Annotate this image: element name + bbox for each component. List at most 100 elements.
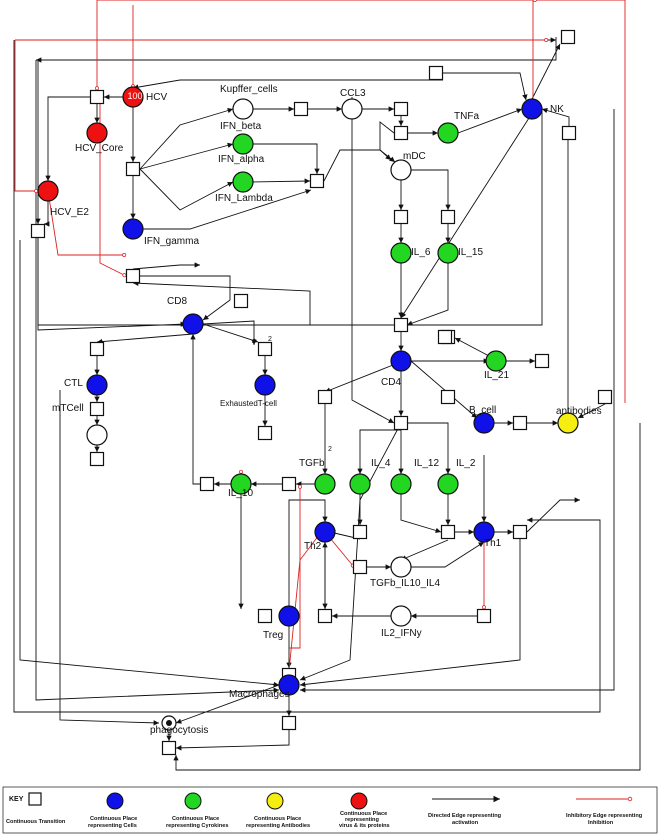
- activation-arc: [457, 108, 523, 134]
- label-ifn-gamma: IFN_gamma: [144, 236, 199, 247]
- place-exhausted-t-cell[interactable]: [254, 374, 276, 396]
- activation-arc: [288, 499, 328, 606]
- activation-arc: [324, 364, 394, 393]
- place-il-12[interactable]: [390, 473, 412, 495]
- transition-node[interactable]: [512, 524, 528, 540]
- transition-node[interactable]: [89, 451, 105, 467]
- transition-node[interactable]: [437, 329, 453, 345]
- transition-node[interactable]: [257, 608, 273, 624]
- place-mdc[interactable]: [390, 159, 412, 181]
- transition-node[interactable]: [393, 317, 409, 333]
- place-th1[interactable]: [473, 521, 495, 543]
- place-mtcell[interactable]: [86, 424, 108, 446]
- transition-node[interactable]: [309, 173, 325, 189]
- transition-node[interactable]: [89, 89, 105, 105]
- legend-transition-square: [28, 792, 42, 806]
- arc-weight-exhaustion: 2: [268, 336, 272, 343]
- transition-node[interactable]: [199, 476, 215, 492]
- transition-node[interactable]: [561, 125, 577, 141]
- inhibitory-arc: [97, 0, 535, 105]
- transition-node[interactable]: [89, 341, 105, 357]
- label-antibodies: antibodies: [556, 406, 602, 417]
- transition-node[interactable]: [393, 209, 409, 225]
- place-tnfa[interactable]: [437, 122, 459, 144]
- place-il-21[interactable]: [485, 350, 507, 372]
- place-ctl[interactable]: [86, 374, 108, 396]
- place-il-2[interactable]: [437, 473, 459, 495]
- phagocytosis-dot: [166, 720, 172, 726]
- activation-arc: [400, 117, 530, 319]
- transition-node[interactable]: [512, 415, 528, 431]
- transition-node[interactable]: [352, 524, 368, 540]
- transition-node[interactable]: [560, 29, 576, 45]
- place-hcv[interactable]: [122, 86, 144, 108]
- place-il-4[interactable]: [349, 473, 371, 495]
- activation-arc: [454, 337, 490, 357]
- transition-node[interactable]: [281, 715, 297, 731]
- transition-node[interactable]: [352, 559, 368, 575]
- transition-node[interactable]: [257, 341, 273, 357]
- transition-node[interactable]: [281, 476, 297, 492]
- transition-node[interactable]: [30, 223, 46, 239]
- activation-arc: [411, 169, 451, 210]
- place-antibodies[interactable]: [557, 412, 579, 434]
- place-kupffer-cells[interactable]: [232, 98, 254, 120]
- activation-arc: [406, 263, 449, 326]
- activation-arc: [140, 275, 231, 321]
- place-il-10[interactable]: [230, 473, 252, 495]
- transition-node[interactable]: [233, 293, 249, 309]
- transition-node[interactable]: [393, 125, 409, 141]
- transition-node[interactable]: [440, 209, 456, 225]
- label-hcv-e2: HCV_E2: [50, 207, 89, 218]
- place-ccl3[interactable]: [341, 98, 363, 120]
- transition-node[interactable]: [440, 389, 456, 405]
- transition-node[interactable]: [393, 101, 409, 117]
- transition-node[interactable]: [293, 101, 309, 117]
- transition-node[interactable]: [440, 524, 456, 540]
- label-ifn-lambda: IFN_Lambda: [215, 193, 273, 204]
- transition-node[interactable]: [89, 401, 105, 417]
- label-ctl: CTL: [64, 378, 83, 389]
- place-cd4[interactable]: [390, 350, 412, 372]
- activation-arc: [411, 541, 485, 568]
- place-treg[interactable]: [278, 605, 300, 627]
- transition-node[interactable]: [428, 65, 444, 81]
- place-ifn-gamma[interactable]: [122, 218, 144, 240]
- place-nk[interactable]: [521, 98, 543, 120]
- transition-node[interactable]: [317, 608, 333, 624]
- transition-node[interactable]: [317, 389, 333, 405]
- place-hcv-core[interactable]: [86, 122, 108, 144]
- place-ifn-lambda[interactable]: [232, 171, 254, 193]
- transition-node[interactable]: [125, 268, 141, 284]
- activation-arc: [44, 201, 50, 227]
- place-macrophages[interactable]: [278, 674, 300, 696]
- transition-node[interactable]: [257, 425, 273, 441]
- transition-node[interactable]: [393, 415, 409, 431]
- legend-cell-circle: [106, 792, 124, 810]
- place-il-6[interactable]: [390, 242, 412, 264]
- place-il-15[interactable]: [437, 242, 459, 264]
- activation-arc: [19, 240, 280, 688]
- transition-node[interactable]: [125, 161, 141, 177]
- place-b-cell[interactable]: [473, 412, 495, 434]
- legend-cell-line2: representing Cells: [88, 823, 137, 829]
- label-mtcell: mTCell: [52, 403, 84, 414]
- activation-arc: [400, 539, 449, 561]
- inhibitory-arc: [289, 484, 302, 649]
- place-il2-ifny[interactable]: [390, 605, 412, 627]
- legend-frame: [2, 786, 658, 834]
- label-mdc: mDC: [403, 151, 426, 162]
- place-ifn-alpha[interactable]: [232, 133, 254, 155]
- transition-node[interactable]: [161, 740, 177, 756]
- place-th2[interactable]: [314, 521, 336, 543]
- place-tgfb[interactable]: [314, 473, 336, 495]
- place-tgfb-il10-il4[interactable]: [390, 556, 412, 578]
- inhibitory-arc: [532, 0, 626, 403]
- place-hcv-e2[interactable]: [37, 180, 59, 202]
- place-cd8[interactable]: [182, 313, 204, 335]
- activation-arc: [541, 107, 570, 126]
- transition-node[interactable]: [534, 353, 550, 369]
- transition-node[interactable]: [597, 389, 613, 405]
- transition-node[interactable]: [476, 608, 492, 624]
